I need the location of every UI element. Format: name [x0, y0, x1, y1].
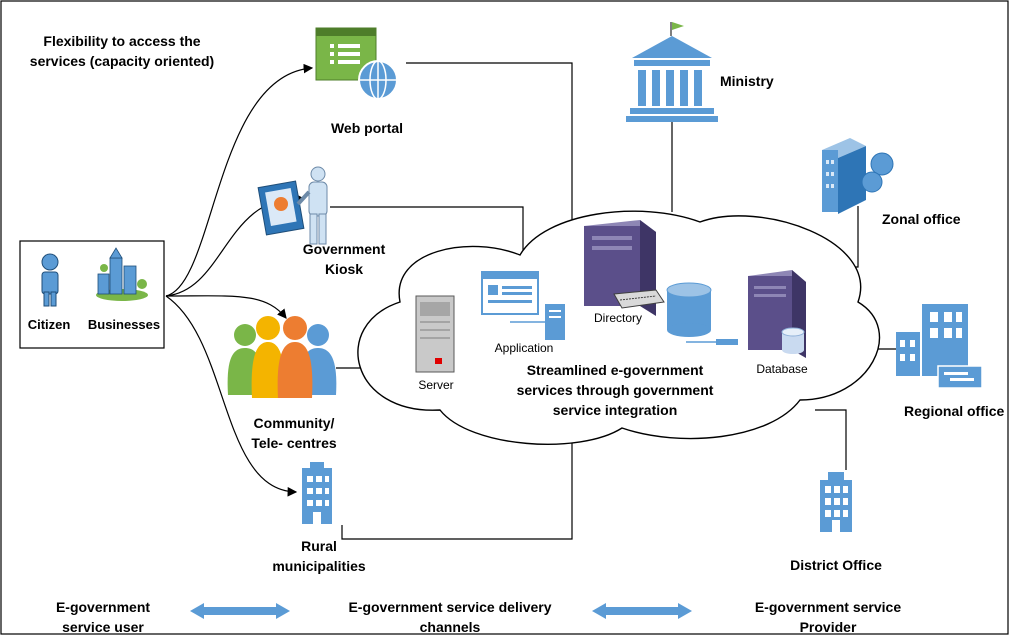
businesses-label: Businesses	[88, 317, 160, 332]
double-arrow-left	[190, 603, 290, 619]
flex-access-line1: Flexibility to access the	[43, 33, 200, 49]
integration-cloud	[357, 210, 881, 445]
citizen-label: Citizen	[28, 317, 71, 332]
ministry-label: Ministry	[720, 73, 774, 89]
line-rural-cloud	[341, 440, 573, 540]
community-label-line2: Tele- centres	[251, 435, 337, 451]
citizen-icon	[41, 253, 59, 307]
line-portal-cloud	[406, 62, 573, 222]
application-label: Application	[495, 341, 554, 355]
footer-provider-line2: Provider	[800, 619, 857, 635]
community-icon	[227, 316, 337, 398]
web-portal-icon	[315, 27, 398, 100]
footer-user-line1: E-government	[56, 599, 150, 615]
network-switch-icon	[686, 339, 738, 345]
directory-label: Directory	[594, 311, 642, 325]
district-office-label: District Office	[790, 557, 882, 573]
directory-cylinder-icon	[666, 282, 712, 337]
rural-label-line2: municipalities	[272, 558, 366, 574]
directory-server-icon	[584, 220, 665, 316]
arrow-to-rural	[165, 295, 298, 497]
cloud-title-line2: services through government	[517, 382, 714, 398]
server-label: Server	[418, 378, 453, 392]
footer-provider-line1: E-government service	[755, 599, 901, 615]
footer-user-line2: service user	[62, 619, 144, 635]
arrow-to-portal	[165, 63, 314, 297]
ministry-icon	[626, 22, 718, 122]
district-office-icon	[820, 472, 852, 532]
cloud-title-line1: Streamlined e-government	[527, 362, 704, 378]
rural-label-line1: Rural	[301, 538, 337, 554]
kiosk-label-line1: Government	[303, 241, 386, 257]
flex-access-line2: services (capacity oriented)	[30, 53, 214, 69]
zonal-office-icon	[822, 138, 894, 214]
server-icon	[415, 295, 455, 373]
arrow-to-community	[165, 295, 287, 319]
kiosk-label-line2: Kiosk	[325, 261, 363, 277]
line-district-cloud	[815, 409, 847, 470]
regional-office-icon	[896, 304, 983, 389]
regional-office-label: Regional office	[904, 403, 1005, 419]
businesses-icon	[96, 247, 148, 301]
database-label: Database	[756, 362, 808, 376]
web-portal-label: Web portal	[331, 120, 403, 136]
application-icon	[481, 271, 565, 340]
line-kiosk-cloud	[330, 206, 524, 260]
footer-channels-line1: E-government service delivery	[348, 599, 551, 615]
rural-municipalities-icon	[302, 462, 332, 524]
kiosk-icon	[257, 166, 328, 245]
footer-channels-line2: channels	[420, 619, 481, 635]
zonal-office-label: Zonal office	[882, 211, 961, 227]
double-arrow-right	[592, 603, 692, 619]
connector-lines	[165, 62, 898, 540]
cloud-title-line3: service integration	[553, 402, 678, 418]
database-server-icon	[748, 270, 806, 358]
community-label-line1: Community/	[254, 415, 335, 431]
